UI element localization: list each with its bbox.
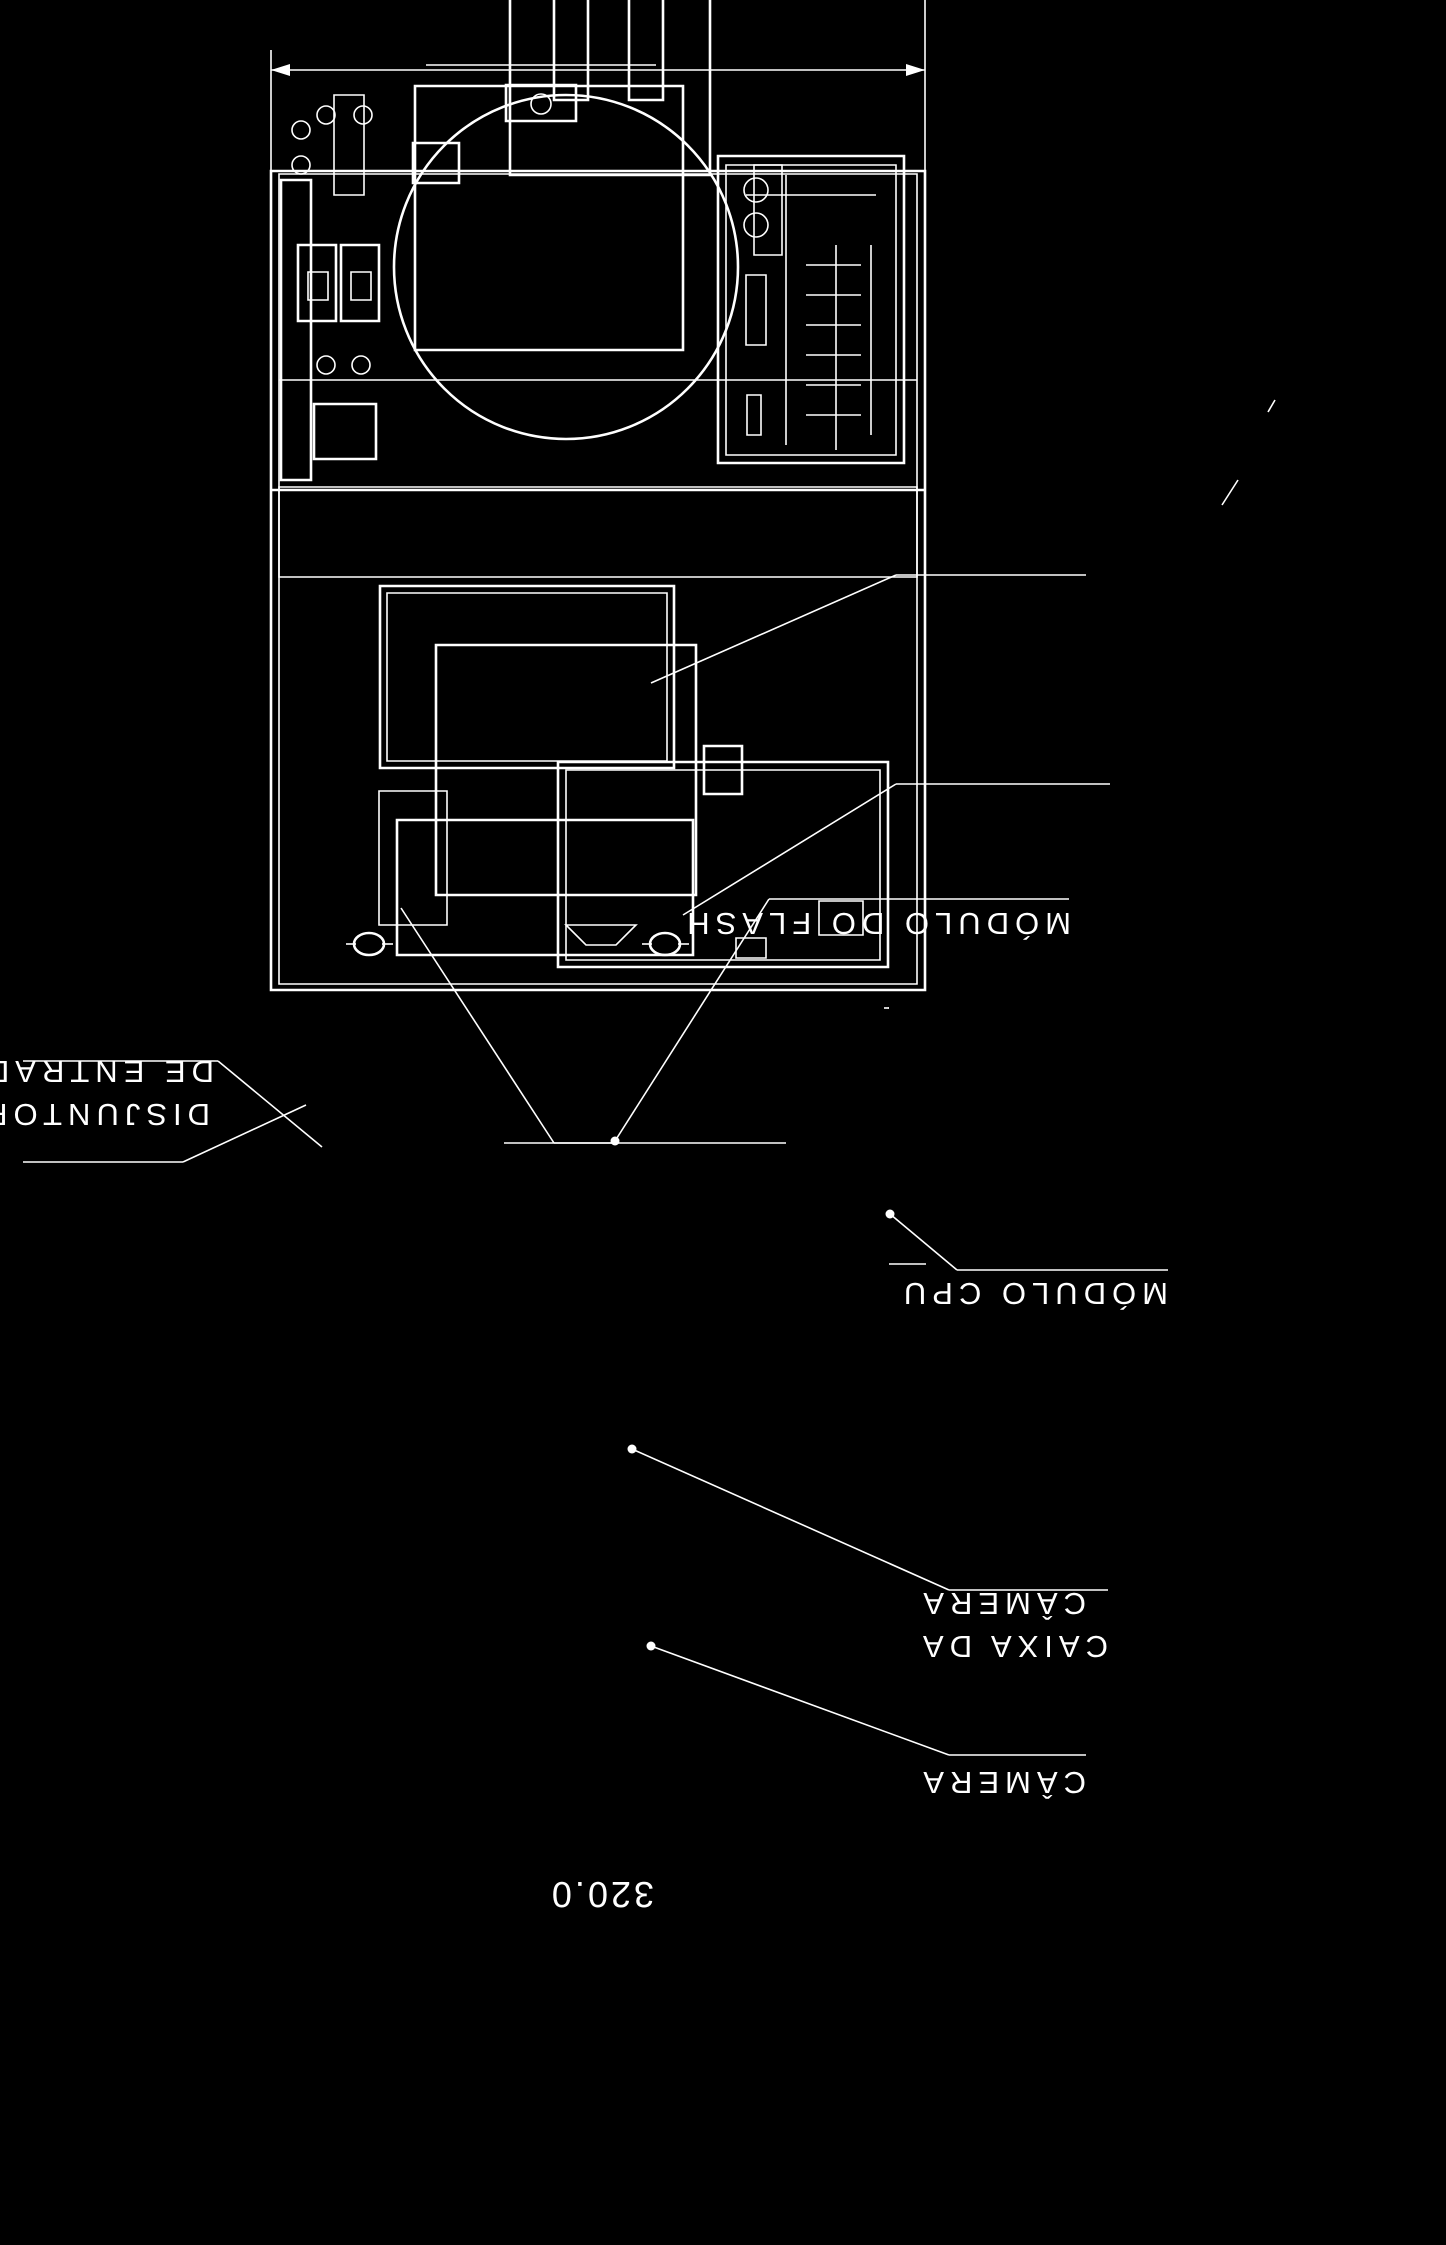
label-camera: CÂMERA: [917, 1765, 1086, 1800]
labels: MÓDULO DO FLASH DISJUNTOR DE ENTRADA MÓD…: [0, 906, 1168, 1915]
power-outlet: [314, 404, 376, 459]
leader-flash-diag: [401, 908, 554, 1143]
leader-breaker-diag: [183, 1105, 306, 1162]
camera-body: [436, 645, 696, 895]
flash-circle: [394, 95, 738, 439]
camera-box-strap: [279, 487, 917, 577]
label-breaker-line1: DISJUNTOR: [0, 1097, 210, 1132]
label-camera-box-line2: CÂMERA: [917, 1586, 1086, 1621]
leaders: [23, 899, 1168, 1755]
enclosure-outer: [271, 171, 925, 990]
bracket-slot-2: [736, 938, 766, 958]
flash-bar: [506, 85, 576, 121]
flash-module: [415, 86, 683, 350]
cpu-module-inner: [726, 165, 896, 455]
breaker-switch-1: [341, 245, 379, 321]
label-camera-box-line1: CAIXA DA: [917, 1629, 1108, 1664]
rotated-drawing: [23, 0, 1110, 1264]
breaker-panel: [281, 180, 311, 480]
cpu-module: [718, 156, 904, 463]
flash-tab: [413, 143, 459, 183]
camera-box: [380, 586, 674, 768]
wing-nut-left: [650, 933, 680, 955]
leader-camera: [651, 575, 896, 683]
label-cpu-module: MÓDULO CPU: [898, 1276, 1168, 1311]
wing-nut-right: [354, 933, 384, 955]
scan-marks: [1222, 400, 1275, 505]
leader-camera-box: [683, 784, 896, 915]
bracket-lower-inner: [566, 770, 880, 960]
dimension-value: 320.0: [549, 1874, 654, 1915]
flash-neck: [510, 0, 710, 175]
breaker-switch-2: [298, 245, 336, 321]
flash-slot-right: [554, 0, 588, 100]
camera-rear: [397, 820, 693, 955]
camera-lens-base: [566, 925, 636, 945]
label-flash-module: MÓDULO DO FLASH: [681, 906, 1071, 941]
bracket-slot: [819, 901, 863, 935]
bracket-small: [704, 746, 742, 794]
label-breaker-line2: DE ENTRADA: [0, 1054, 214, 1089]
bracket-lower: [558, 762, 888, 967]
flash-slot-left: [629, 0, 663, 100]
camera-box-inner: [387, 593, 667, 761]
